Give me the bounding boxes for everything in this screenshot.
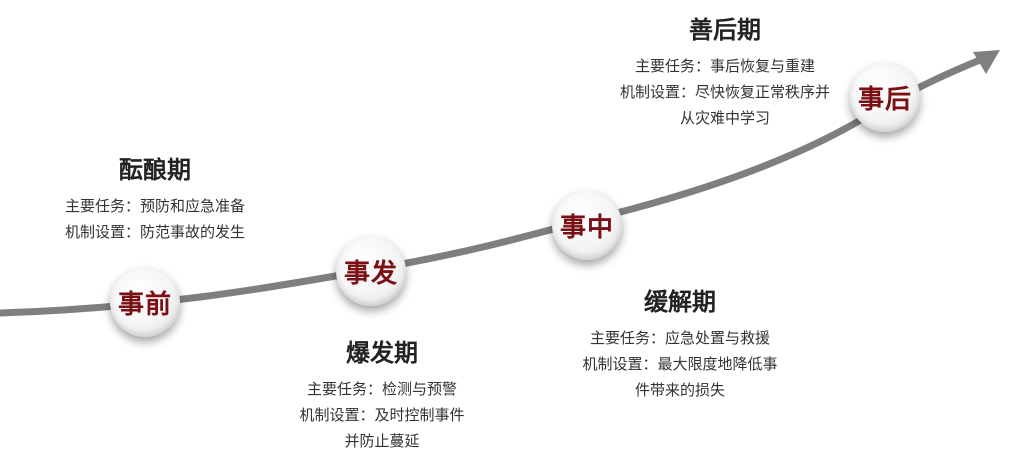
phase-mitigation-task: 主要任务：应急处置与救援 [589,329,770,347]
node-outbreak-label: 事发 [343,258,398,289]
phase-recovery-extra: 从灾难中学习 [679,109,770,127]
phase-recovery: 善后期 主要任务：事后恢复与重建 机制设置：尽快恢复正常秩序并 从灾难中学习 [594,10,856,131]
node-during: 事中 [552,190,622,260]
phase-mitigation-mechanism: 机制设置：最大限度地降低事 [582,355,778,373]
phase-outbreak-mechanism: 机制设置：及时控制事件 [299,406,465,424]
phase-incubation-task: 主要任务：预防和应急准备 [64,197,245,215]
phase-mitigation: 缓解期 主要任务：应急处置与救援 机制设置：最大限度地降低事 件带来的损失 [560,282,800,403]
phase-outbreak: 爆发期 主要任务：检测与预警 机制设置：及时控制事件 并防止蔓延 [276,333,488,454]
phase-recovery-title: 善后期 [689,16,761,44]
arrowhead-icon [973,50,1000,74]
phase-recovery-task: 主要任务：事后恢复与重建 [634,57,815,75]
phase-mitigation-title: 缓解期 [644,288,716,316]
phase-outbreak-extra: 并防止蔓延 [344,432,420,450]
node-before-label: 事前 [117,289,172,320]
node-after-label: 事后 [857,84,912,115]
node-during-label: 事中 [559,212,614,243]
phase-mitigation-extra: 件带来的损失 [634,381,725,399]
node-outbreak: 事发 [336,236,406,306]
phase-outbreak-title: 爆发期 [346,339,418,367]
phase-recovery-mechanism: 机制设置：尽快恢复正常秩序并 [619,83,830,101]
node-after: 事后 [850,62,920,132]
node-before: 事前 [110,267,180,337]
phase-incubation: 酝酿期 主要任务：预防和应急准备 机制设置：防范事故的发生 [40,150,270,245]
phase-outbreak-task: 主要任务：检测与预警 [306,380,457,398]
phase-incubation-mechanism: 机制设置：防范事故的发生 [64,223,245,241]
phase-incubation-title: 酝酿期 [119,156,191,184]
